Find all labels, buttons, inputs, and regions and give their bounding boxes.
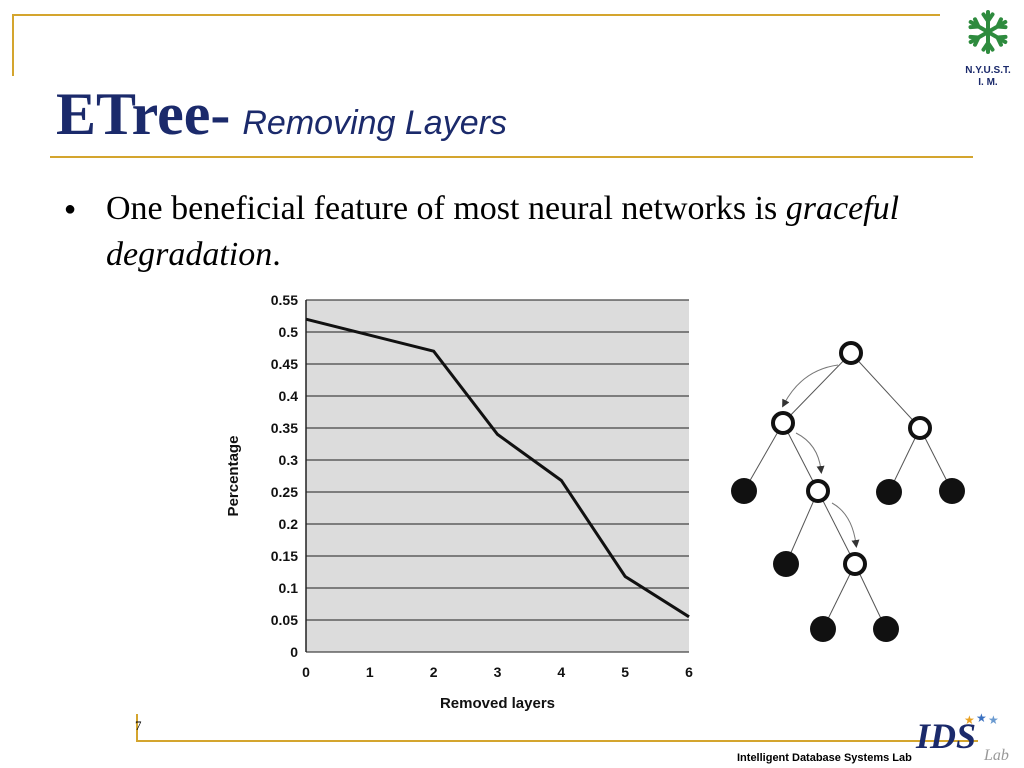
logo-text-line2: I. M. [978, 77, 998, 88]
y-tick-label: 0.15 [271, 548, 298, 564]
logo-flake-arm [968, 30, 990, 47]
logo-text-line1: N.Y.U.S.T. [965, 65, 1011, 76]
frame-left-rule [12, 14, 14, 76]
logo-flake-arm [968, 17, 990, 34]
y-axis-label: Percentage [225, 436, 242, 517]
y-tick-label: 0.3 [279, 452, 299, 468]
grid-lines [306, 299, 689, 653]
tree-edge [785, 490, 819, 565]
x-tick-label: 4 [557, 664, 565, 680]
tree-node-filled [731, 478, 757, 504]
x-tick-labels: 0 1 2 3 4 5 6 [302, 664, 693, 680]
title-divider [50, 156, 973, 158]
bullet-icon: ● [64, 198, 77, 220]
ids-logo-sub: Lab [983, 747, 1009, 764]
y-tick-label: 0.45 [271, 356, 298, 372]
title-main: ETree- [56, 81, 231, 147]
bullet-text-main: One beneficial feature of most neural ne… [106, 190, 786, 227]
ids-logo-text: IDS [915, 716, 976, 756]
slide-title: ETree- Removing Layers [56, 80, 507, 149]
ids-logo-stars: ★ [988, 713, 999, 727]
tree-node-filled [876, 479, 902, 505]
footer-lab-name: Intelligent Database Systems Lab [737, 752, 912, 764]
x-tick-label: 0 [302, 664, 310, 680]
y-tick-label: 0.4 [279, 388, 299, 404]
page-number: 7 [135, 718, 142, 733]
tree-edge [850, 352, 921, 429]
logo-flake-arm [981, 30, 995, 54]
title-subtitle: Removing Layers [242, 104, 507, 142]
frame-top-rule [14, 14, 940, 16]
plot-background [306, 300, 689, 652]
tree-node-filled [939, 478, 965, 504]
logo-flake-arm [986, 30, 1008, 47]
tree-node-open [771, 411, 795, 435]
y-tick-label: 0.55 [271, 292, 298, 308]
y-tick-label: 0.35 [271, 420, 298, 436]
tree-node-filled [873, 616, 899, 642]
logo-flake-arm [986, 17, 1008, 34]
series-line [305, 317, 690, 619]
y-tick-label: 0.2 [279, 516, 299, 532]
bullet-end: . [272, 236, 281, 273]
ids-logo-stars: ★ [964, 713, 975, 727]
tree-arrow [831, 502, 860, 548]
tree-node-open [839, 341, 863, 365]
logo-flake-arm [981, 10, 995, 34]
bullet-text: One beneficial feature of most neural ne… [106, 186, 966, 278]
tree-edge [743, 422, 784, 492]
tree-arrow [782, 364, 839, 408]
x-axis-label: Removed layers [440, 695, 555, 712]
x-tick-label: 5 [621, 664, 629, 680]
tree-node-open [908, 416, 932, 440]
y-tick-label: 0 [290, 644, 298, 660]
ids-logo-stars: ★ [976, 711, 987, 725]
y-tick-labels: 0 0.05 0.1 0.15 0.2 0.25 0.3 0.35 0.4 0.45 0.5 0.55 [271, 292, 298, 660]
footer-left-rule [136, 714, 138, 742]
tree-arrow [795, 432, 825, 474]
tree-edge [782, 352, 852, 424]
x-tick-label: 3 [494, 664, 502, 680]
tree-node-filled [810, 616, 836, 642]
tree-edge [817, 490, 856, 565]
bullet-emphasis: graceful degradation [106, 190, 900, 273]
footer-rule [138, 740, 978, 742]
y-tick-label: 0.1 [279, 580, 299, 596]
tree-node-filled [773, 551, 799, 577]
y-tick-label: 0.25 [271, 484, 298, 500]
tree-diagram [731, 341, 965, 642]
x-tick-label: 6 [685, 664, 693, 680]
y-tick-label: 0.05 [271, 612, 298, 628]
tree-node-open [843, 552, 867, 576]
university-logo: N.Y.U.S.T. I. M. [955, 4, 1021, 88]
x-tick-label: 2 [430, 664, 438, 680]
tree-node-open [806, 479, 830, 503]
ids-lab-logo: IDS Lab ★ ★ ★ [915, 711, 1009, 764]
line-chart: 0 0.05 0.1 0.15 0.2 0.25 0.3 0.35 0.4 0.45 0.5 0.55… [225, 292, 693, 712]
y-tick-label: 0.5 [279, 324, 299, 340]
tree-edge [782, 422, 819, 492]
x-tick-label: 1 [366, 664, 374, 680]
snowflake-logo-icon [968, 10, 1008, 54]
